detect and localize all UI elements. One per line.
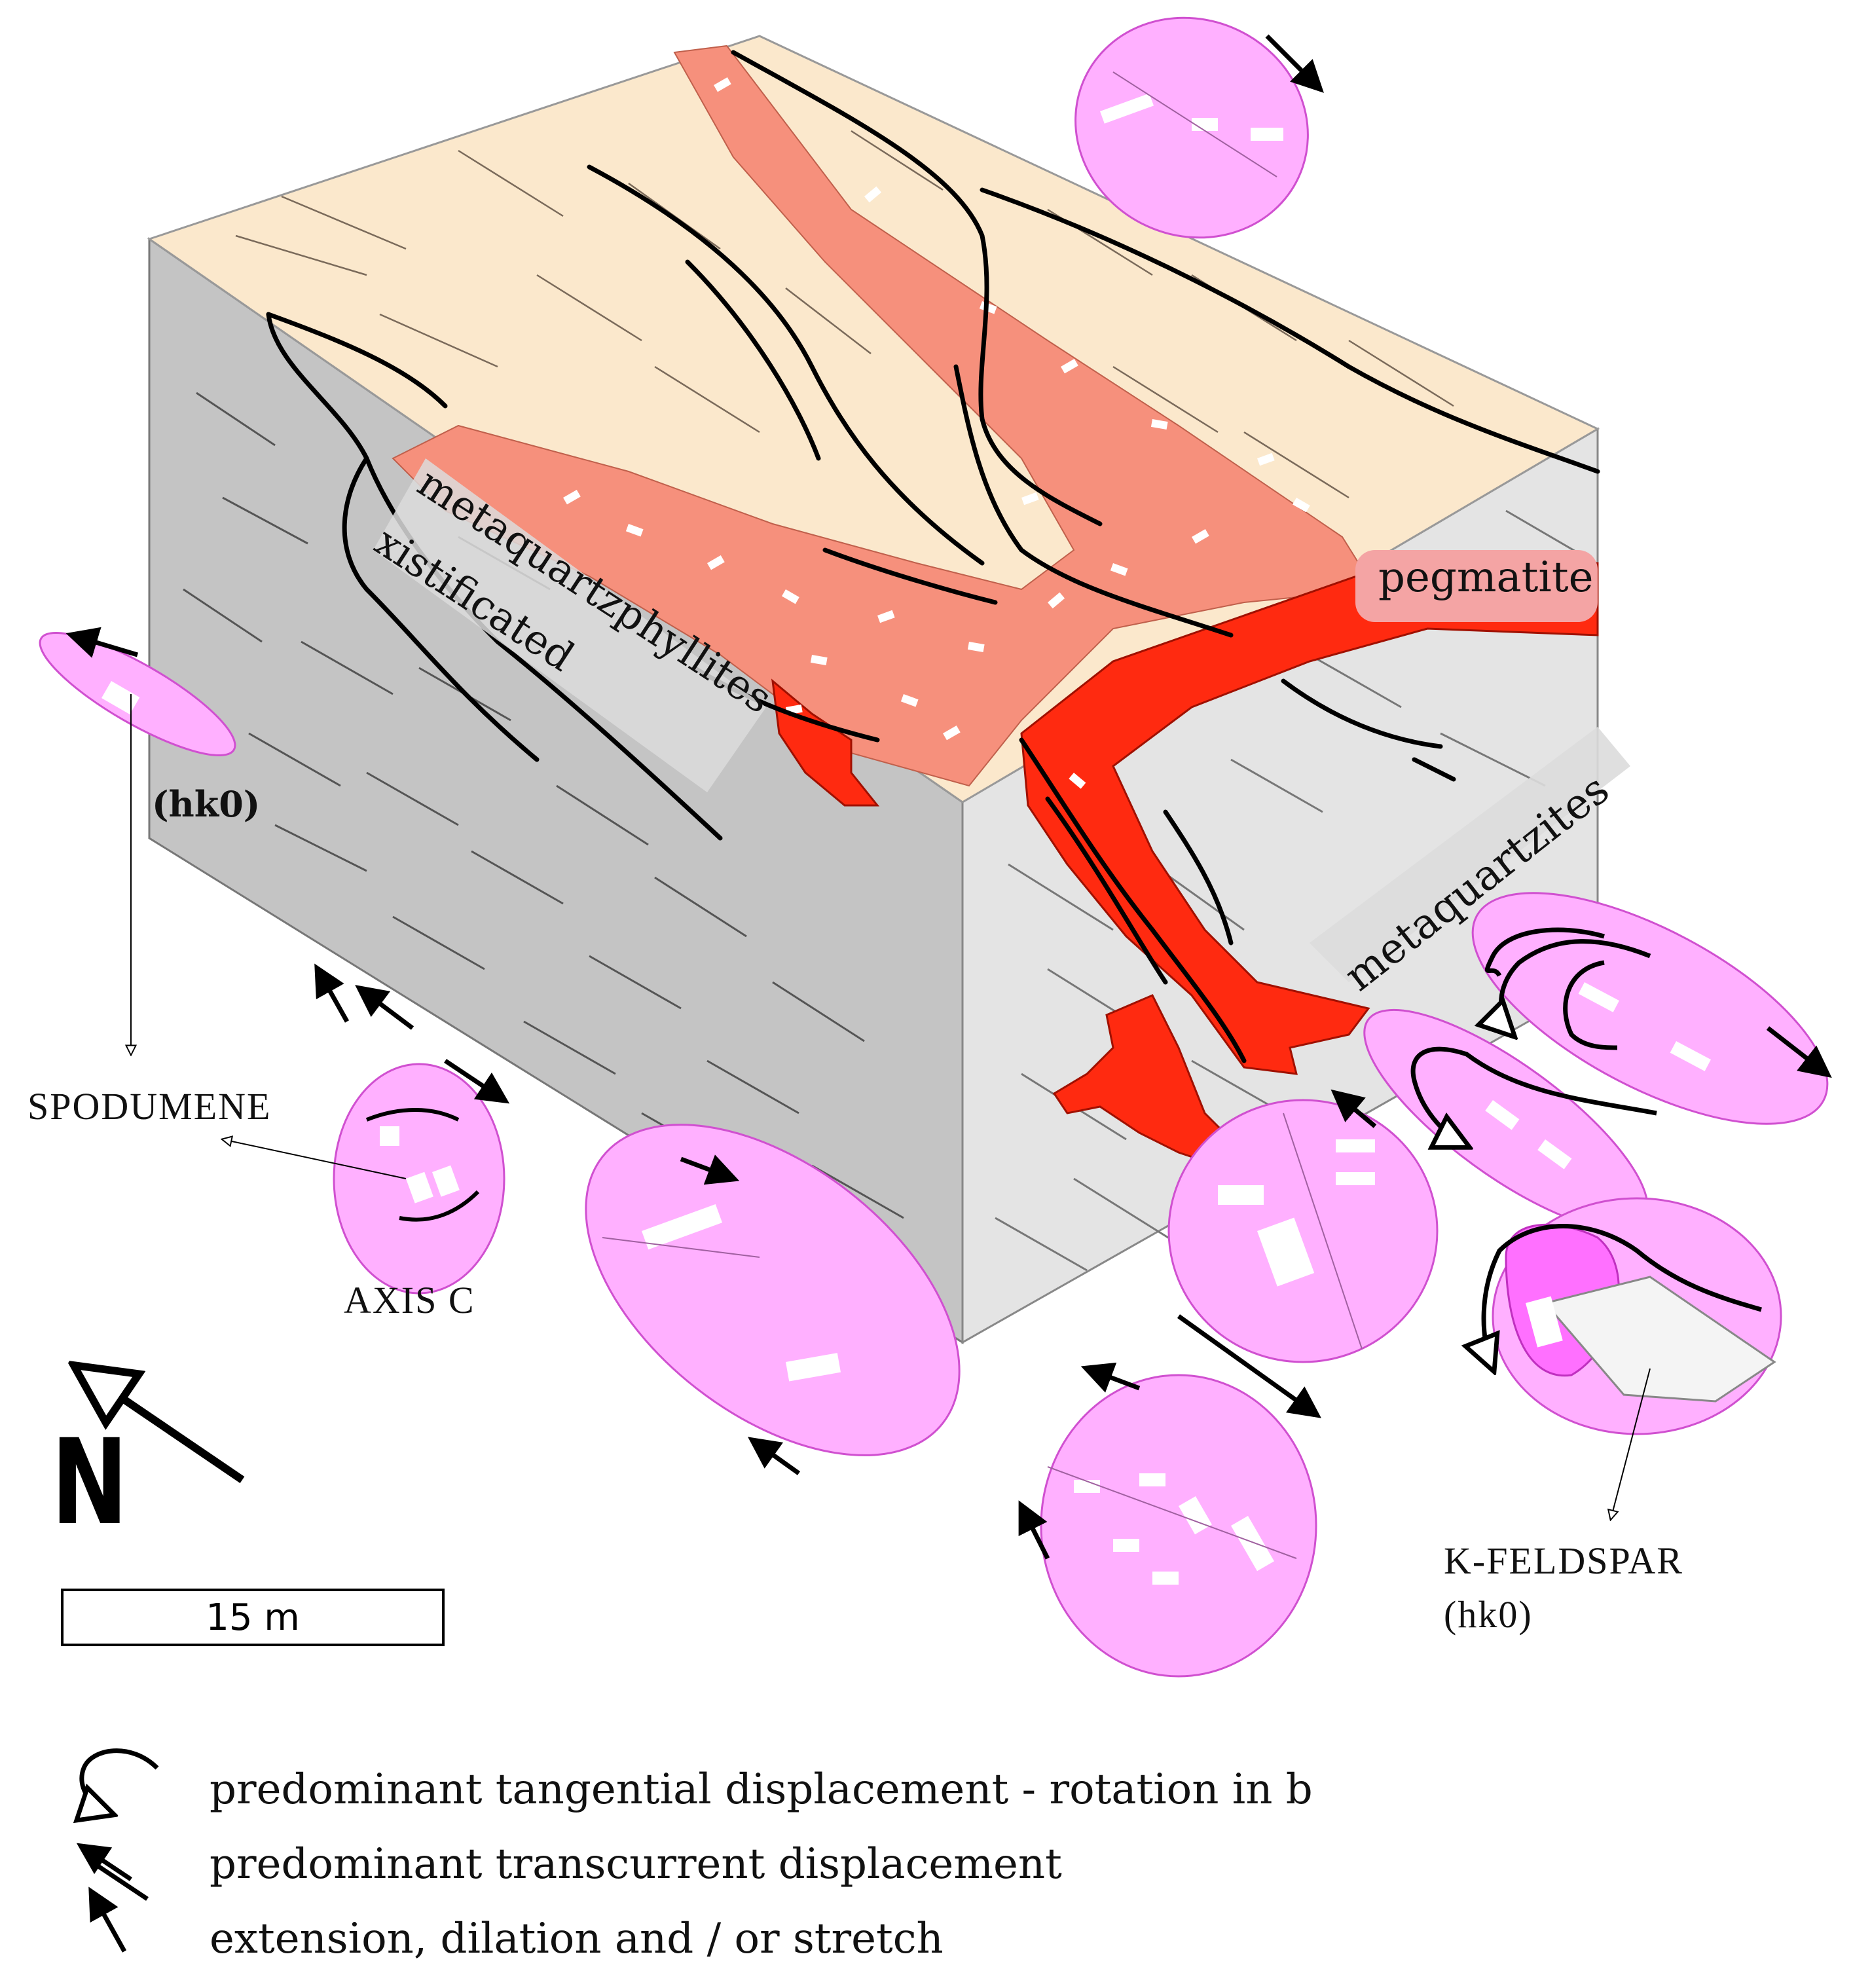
ellipse-fold-1 xyxy=(1471,892,1829,1125)
label-hk0-right: (hk0) xyxy=(1444,1593,1533,1636)
legend-item-extension: extension, dilation and / or stretch xyxy=(210,1915,944,1963)
label-spodumene: SPODUMENE xyxy=(28,1085,272,1128)
ellipse-large-center xyxy=(585,1124,961,1456)
legend-item-transcurrent: predominant transcurrent displacement xyxy=(210,1840,1062,1888)
label-k-feldspar: K-FELDSPAR xyxy=(1444,1539,1683,1582)
legend-item-tangential: predominant tangential displacement - ro… xyxy=(210,1765,1313,1814)
fold-arrows xyxy=(1410,927,1762,1369)
paired-arrows-icon xyxy=(76,1843,149,1901)
ellipse-axis-c xyxy=(333,1063,505,1295)
leader-lines xyxy=(131,694,1651,1519)
ellipse-right-center xyxy=(1167,1099,1439,1363)
scale-bar-label: 15 m xyxy=(206,1596,300,1639)
label-box-pegmatite xyxy=(1355,550,1598,622)
label-box-metaquartzites xyxy=(1310,727,1630,982)
label-axis-c: AXIS C xyxy=(344,1279,475,1321)
label-hk0-left: (hk0) xyxy=(152,783,261,825)
displacement-arrows xyxy=(65,34,1832,1560)
north-arrow-icon xyxy=(79,1369,245,1483)
curved-arrow-icon xyxy=(82,1748,159,1814)
shear-traces xyxy=(266,50,1600,1063)
label-box-metaquartzphyllites xyxy=(373,458,766,792)
straight-arrow-icon xyxy=(88,1887,127,1953)
ellipse-top-right xyxy=(1074,16,1309,239)
north-label: N xyxy=(51,1414,128,1551)
legend-text: predominant transcurrent displacement xyxy=(210,1840,1062,1888)
label-pegmatite: pegmatite xyxy=(1378,553,1594,602)
legend-text: extension, dilation and / or stretch xyxy=(210,1915,944,1963)
scale-bar: 15 m xyxy=(61,1589,445,1646)
ellipse-bottom-center xyxy=(1040,1374,1317,1678)
legend-text: predominant tangential displacement - ro… xyxy=(210,1765,1313,1814)
ellipse-left-small xyxy=(39,631,236,757)
ellipse-k-feldspar xyxy=(1492,1197,1782,1435)
